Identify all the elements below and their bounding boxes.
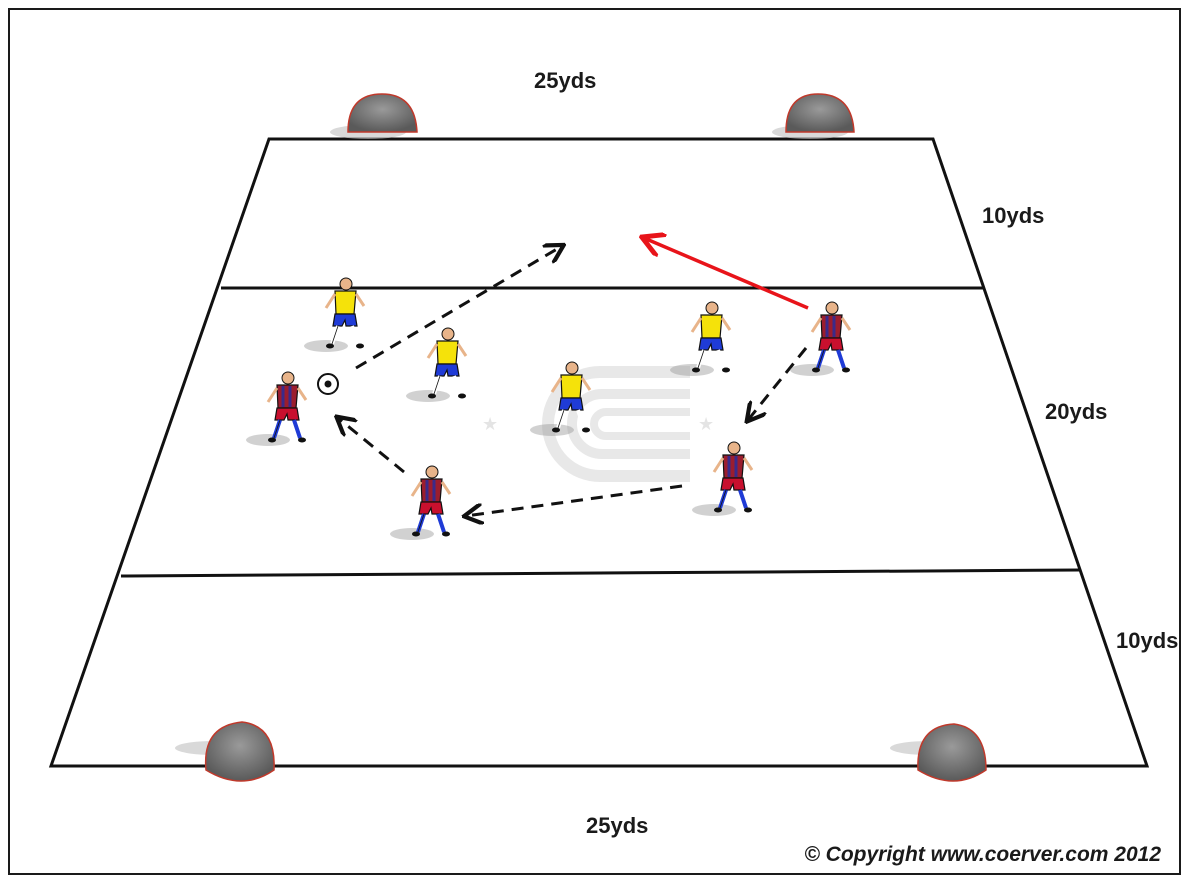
label-bottom-zone-depth: 10yds: [1116, 628, 1179, 653]
diagram-frame: ★ ★ 25yds: [8, 8, 1181, 875]
goal-icon: [330, 93, 418, 139]
players-layer: [246, 277, 852, 540]
player-icon: [304, 277, 366, 352]
svg-text:★: ★: [482, 414, 498, 435]
label-middle-zone-depth: 20yds: [1045, 399, 1108, 424]
run-arrow: [644, 238, 809, 310]
player-icon: [692, 441, 754, 516]
pass-arrow: [338, 418, 405, 474]
player-icon: [530, 361, 592, 436]
goal-icon: [175, 721, 275, 782]
pass-arrow: [748, 347, 808, 420]
player-icon: [790, 301, 852, 376]
goal-icon: [772, 93, 855, 139]
label-top-zone-depth: 10yds: [982, 203, 1045, 228]
zone-line-bottom: [120, 568, 1080, 578]
player-icon: [390, 465, 452, 540]
player-icon: [406, 327, 468, 402]
player-icon: [246, 371, 308, 446]
copyright-text: © Copyright www.coerver.com 2012: [804, 843, 1161, 866]
pass-arrow: [466, 484, 683, 516]
pitch-diagram: ★ ★: [48, 93, 1150, 782]
label-top-width: 25yds: [534, 68, 597, 93]
label-bottom-width: 25yds: [586, 813, 649, 838]
goal-icon: [890, 723, 987, 782]
ball-icon: [317, 373, 339, 395]
svg-text:★: ★: [698, 414, 714, 435]
player-icon: [670, 301, 732, 376]
